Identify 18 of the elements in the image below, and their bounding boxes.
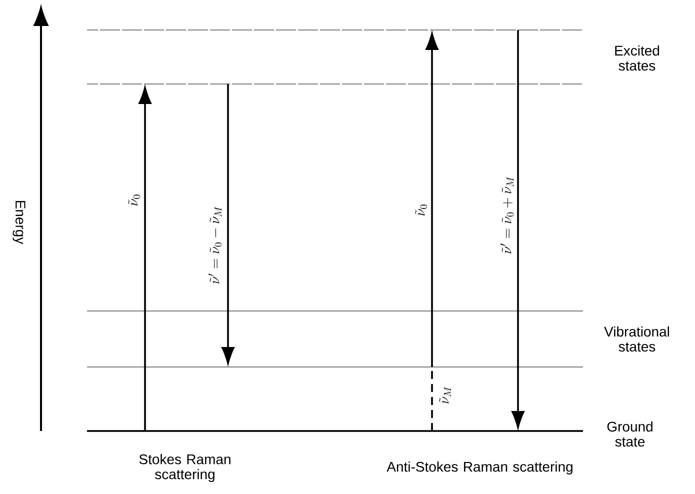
edge-label: $\tilde{\nu}_0$	[415, 204, 428, 216]
edge-label: $\tilde{\nu}_0$	[128, 194, 140, 206]
column-caption: Stokes Raman scattering	[139, 454, 230, 482]
edge-label: $\tilde{\nu}' = \tilde{\nu}_0 - \tilde{\nu}_M$	[208, 206, 222, 284]
transition-arrow	[138, 87, 152, 431]
level-label: Ground state	[607, 421, 652, 447]
level-label: Excited states	[615, 45, 660, 71]
energy-level-line	[86, 430, 584, 432]
transition-arrow	[426, 33, 438, 367]
energy-level-line	[86, 310, 584, 312]
transition-arrow	[222, 84, 234, 364]
transition-arrow	[512, 30, 524, 428]
column-caption: Anti-Stokes Raman scattering	[386, 461, 572, 475]
edge-label: $\tilde{\nu}' = \tilde{\nu}_0 + \tilde{\nu}_M$	[500, 176, 514, 254]
axis-label: Energy	[12, 200, 26, 244]
edge-label: $\tilde{\nu}_M$	[439, 386, 451, 404]
level-label: Vibrational states	[604, 326, 669, 352]
energy-level-line	[86, 366, 584, 368]
